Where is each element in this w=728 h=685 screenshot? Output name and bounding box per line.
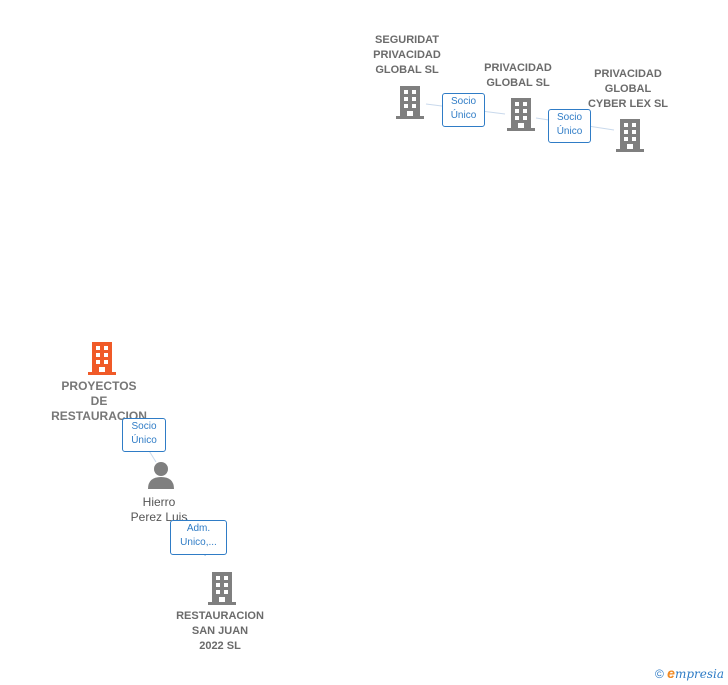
badge-line: Único <box>131 435 157 446</box>
focus-building-icon[interactable] <box>85 340 119 376</box>
label-line: Hierro <box>142 495 176 509</box>
badge-line: Único <box>450 110 477 121</box>
node-label-seguridat[interactable]: SEGURIDAT PRIVACIDAD GLOBAL SL <box>357 33 457 78</box>
label-line: SAN JUAN <box>191 625 249 637</box>
badge-line: Adm. <box>186 523 211 534</box>
node-label-privacidad-cyber-lex[interactable]: PRIVACIDAD GLOBAL CYBER LEX SL <box>573 67 683 112</box>
badge-line: Socio <box>556 112 582 123</box>
badge-line: Unico,... <box>180 537 217 548</box>
relation-badge-socio-unico[interactable]: Socio Único <box>122 418 166 452</box>
brand-name: mpresia <box>674 667 724 681</box>
node-label-privacidad-global[interactable]: PRIVACIDAD GLOBAL SL <box>468 61 568 91</box>
copyright-icon: © <box>654 667 664 681</box>
empresia-logo: © empresia <box>655 665 724 681</box>
relation-badge-socio-unico[interactable]: Socio Único <box>442 93 485 127</box>
building-icon[interactable] <box>394 84 426 120</box>
label-line: PROYECTOS <box>61 379 137 393</box>
relation-badge-socio-unico[interactable]: Socio Único <box>548 109 591 143</box>
badge-line: Socio <box>131 421 157 432</box>
node-label-restauracion-san-juan[interactable]: RESTAURACION SAN JUAN 2022 SL <box>165 609 275 654</box>
label-line: PRIVACIDAD <box>594 68 662 80</box>
label-line: RESTAURACION <box>176 610 264 622</box>
building-icon[interactable] <box>614 117 646 153</box>
label-line: DE <box>90 394 108 408</box>
relation-badge-adm-unico[interactable]: Adm. Unico,... <box>170 520 227 555</box>
building-icon[interactable] <box>505 96 537 132</box>
brand-e: e <box>667 665 675 681</box>
label-line: CYBER LEX SL <box>587 98 669 110</box>
label-line: GLOBAL <box>604 83 652 95</box>
label-line: SEGURIDAT <box>375 34 439 46</box>
badge-line: Socio <box>450 96 476 107</box>
label-line: 2022 SL <box>199 640 241 652</box>
label-line: PRIVACIDAD <box>484 62 552 74</box>
label-line: GLOBAL SL <box>486 77 550 89</box>
building-icon[interactable] <box>206 570 238 606</box>
badge-line: Único <box>556 126 583 137</box>
label-line: GLOBAL SL <box>375 64 439 76</box>
label-line: PRIVACIDAD <box>373 49 441 61</box>
person-icon[interactable] <box>146 461 176 489</box>
